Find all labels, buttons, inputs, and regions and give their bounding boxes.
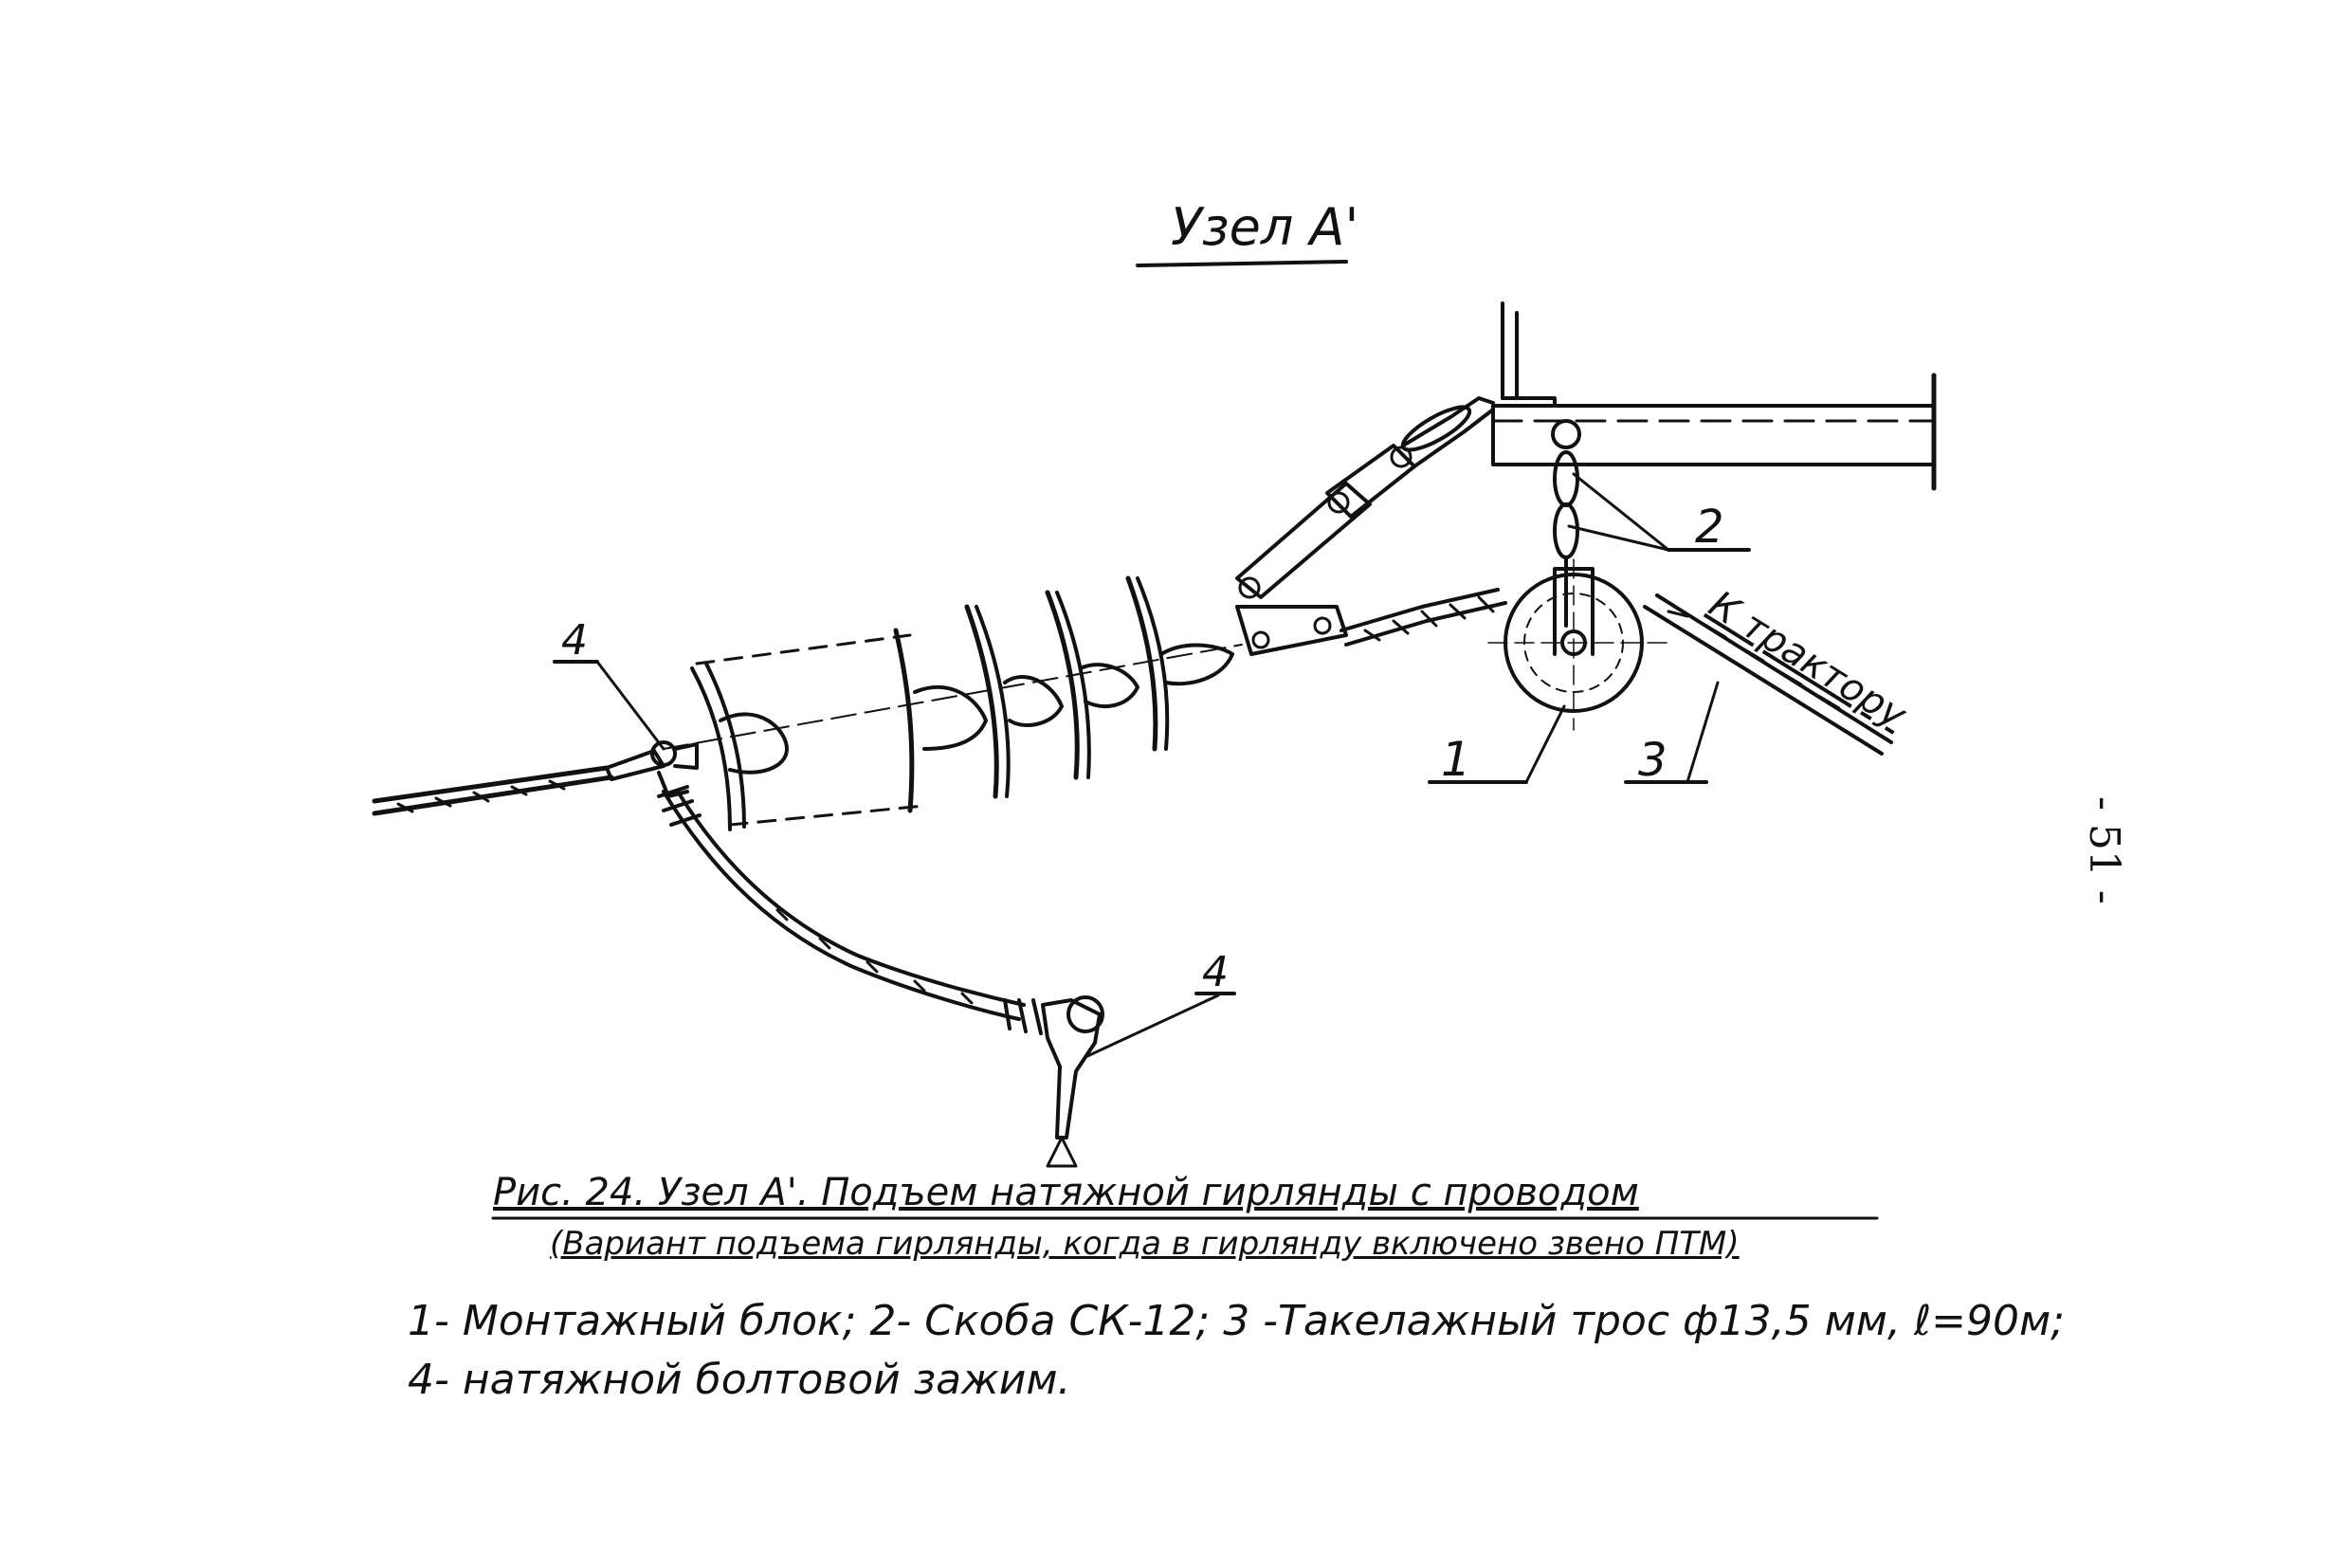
legend-line-2: 4- натяжной болтовой зажим.	[408, 1356, 1071, 1404]
rigging-rope	[1643, 593, 1893, 756]
ptm-link	[1235, 396, 1495, 656]
conductor-wire	[372, 749, 665, 816]
page-number: - 51 -	[2080, 796, 2128, 904]
figure-caption: Рис. 24. Узел А'. Подъем натяжной гирлян…	[493, 1171, 1639, 1214]
drawing-title: Узел А'	[1171, 197, 1358, 257]
cross-arm-beam	[1491, 301, 1937, 491]
legend-line-1: 1- Монтажный блок; 2- Скоба СК-12; 3 -Та…	[408, 1297, 2065, 1345]
callout-2: 2	[1695, 501, 1724, 554]
rope-to-lower-clamp	[657, 785, 1043, 1035]
figure-caption-note: (Вариант подъема гирлянды, когда в гирля…	[550, 1225, 1740, 1263]
insulator-string	[663, 575, 1243, 831]
callout-leaders	[553, 472, 1751, 1059]
pulley-block	[1487, 558, 1669, 731]
callout-3: 3	[1638, 734, 1668, 787]
lifting-rope	[1340, 588, 1507, 647]
callout-4-lower: 4	[1202, 948, 1229, 996]
tension-clamp-upper	[650, 740, 699, 798]
callout-4-upper: 4	[561, 616, 588, 665]
title-underline	[1136, 260, 1348, 267]
tension-clamp-lower	[1041, 995, 1104, 1168]
callout-1: 1	[1441, 732, 1471, 787]
